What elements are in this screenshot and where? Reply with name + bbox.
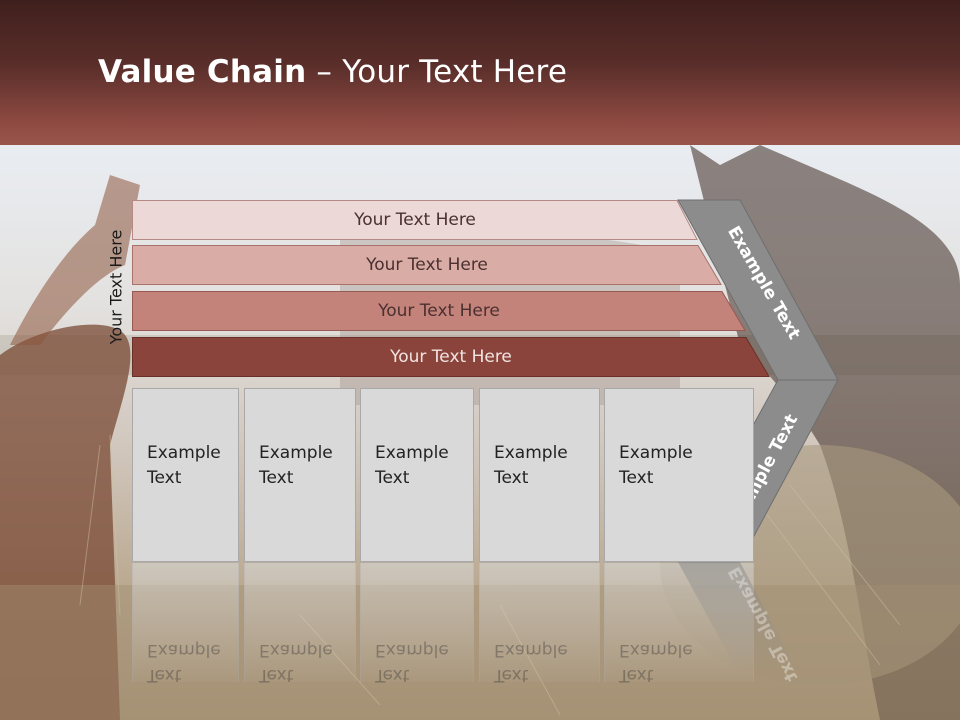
title-separator: – [306,54,343,90]
reflection-box-1-line1: Example [147,640,221,660]
reflection-box-4: Text Example [479,562,600,685]
reflection: Text Example Text Example Text Example Text… [0,562,960,720]
reflection-box-2-text: Text Example [259,637,333,687]
side-label: Your Text Here [96,222,136,352]
bar-1-shape [132,200,698,240]
bar-4-shape [132,337,770,377]
slide-header: Value Chain – Your Text Here [0,0,960,145]
reflection-box-3-line2: Text [375,665,410,685]
bar-3-shape [132,291,746,331]
example-box-1-line1: Example [147,443,221,463]
example-box-2-line2: Text [259,468,294,488]
bar-2: Your Text Here [132,245,722,285]
reflection-box-4-line1: Example [494,640,568,660]
reflection-box-5-line2: Text [619,665,654,685]
reflection-box-4-line2: Text [494,665,529,685]
bar-3: Your Text Here [132,291,746,331]
reflection-box-3-text: Text Example [375,637,449,687]
bar-2-shape [132,245,722,285]
example-box-1-line2: Text [147,468,182,488]
title-bold: Value Chain [98,54,307,90]
reflection-box-2-line2: Text [259,665,294,685]
reflection-box-3-line1: Example [375,640,449,660]
bar-1-label: Your Text Here [354,210,476,230]
box-5-chevron-cut [670,380,770,570]
example-box-4-line1: Example [494,443,568,463]
bar-3-label: Your Text Here [378,301,500,321]
title-rest: Your Text Here [342,54,568,90]
example-box-4-line2: Text [494,468,529,488]
reflection-box-1: Text Example [132,562,239,685]
reflection-chevron [678,562,798,672]
bar-4: Your Text Here [132,337,770,377]
slide-title: Value Chain – Your Text Here [98,54,567,90]
reflection-box-4-text: Text Example [494,637,568,687]
reflection-box-3: Text Example [360,562,474,685]
example-box-3-line2: Text [375,468,410,488]
example-box-5-line1: Example [619,443,693,463]
reflection-box-2-line1: Example [259,640,333,660]
side-label-text: Your Text Here [106,229,126,345]
reflection-box-1-text: Text Example [147,637,221,687]
bar-4-label: Your Text Here [390,347,512,367]
reflection-box-1-line2: Text [147,665,182,685]
example-box-5-line2: Text [619,468,654,488]
example-box-3-line1: Example [375,443,449,463]
reflection-box-2: Text Example [244,562,356,685]
bar-2-label: Your Text Here [366,255,488,275]
example-box-2-line1: Example [259,443,333,463]
bar-1: Your Text Here [132,200,698,240]
